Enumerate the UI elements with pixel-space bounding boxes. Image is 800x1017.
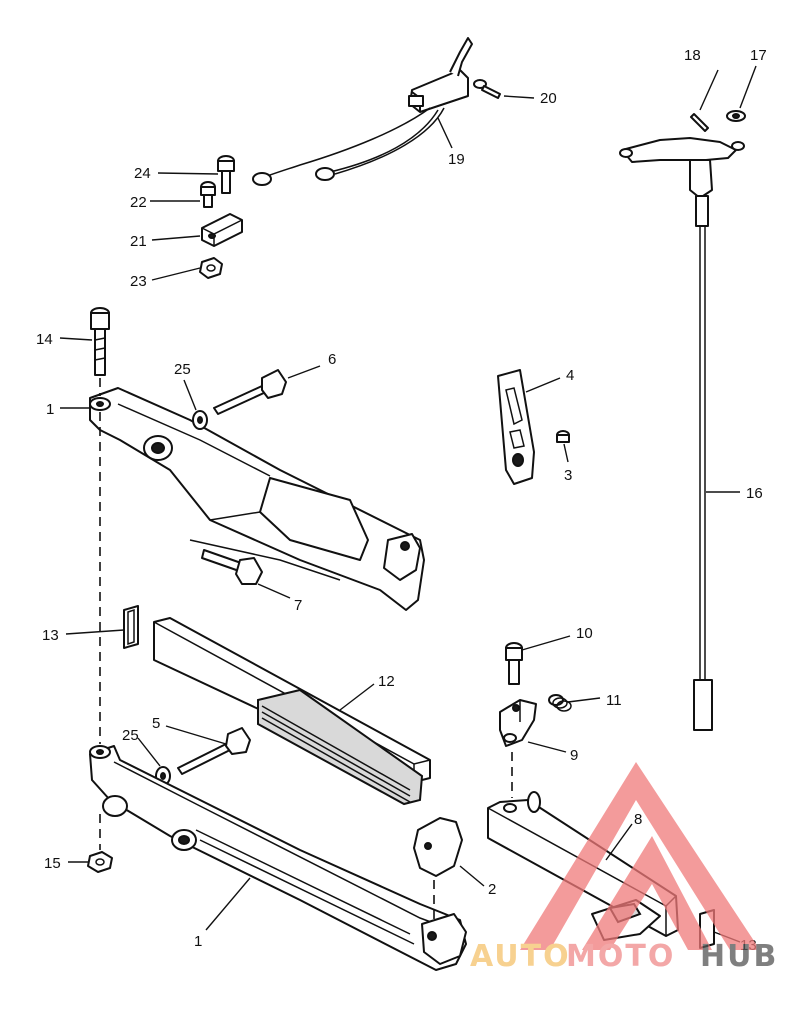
callout-22: 22: [130, 194, 147, 211]
bolt-part-5: [177, 727, 251, 775]
callout-21: 21: [130, 233, 147, 250]
screw-part-24: [217, 155, 235, 194]
callout-24: 24: [134, 165, 151, 182]
screw-part-3: [556, 430, 570, 443]
callout-17: 17: [750, 47, 767, 64]
washer-part-25-upper: [192, 410, 208, 430]
callout-23: 23: [130, 273, 147, 290]
callout-5: 5: [152, 715, 160, 732]
callout-15: 15: [44, 855, 61, 872]
callout-12: 12: [378, 673, 395, 690]
rail-part-12: [153, 617, 431, 806]
callout-16: 16: [746, 485, 763, 502]
callout-1-bottom: 1: [194, 933, 202, 950]
bracket-arm-part-1-top: [89, 387, 425, 611]
callout-10: 10: [576, 625, 593, 642]
watermark-brand-auto: AUTO: [470, 939, 571, 974]
watermark-inner-triangle: [582, 836, 712, 950]
callout-6: 6: [328, 351, 336, 368]
callout-7: 7: [294, 597, 302, 614]
watermark-triangle-logo: [520, 762, 760, 950]
callout-2: 2: [488, 881, 496, 898]
bolt-part-7: [201, 549, 263, 585]
callout-14: 14: [36, 331, 53, 348]
alignment-lines: [99, 378, 513, 920]
watermark-brand-moto: MOTO: [566, 939, 675, 974]
callout-4: 4: [566, 367, 574, 384]
switch-harness-part: [252, 37, 473, 186]
nut-part-15: [87, 851, 113, 873]
screw-part-10: [505, 642, 523, 685]
callout-3: 3: [564, 467, 572, 484]
callout-18: 18: [684, 47, 701, 64]
bolt-part-14: [90, 307, 110, 376]
washer-part-17: [726, 110, 746, 122]
screw-part-22: [200, 181, 216, 208]
bolt-part-6: [213, 369, 287, 415]
callout-13-left: 13: [42, 627, 59, 644]
cap-part-2: [413, 817, 463, 877]
shift-block-part-9: [499, 699, 537, 747]
nut-part-23: [199, 257, 223, 279]
pad-part-13-left: [123, 605, 139, 649]
pin-part-18: [690, 113, 709, 132]
shift-rod-part-16: [619, 137, 745, 731]
callout-25-upper: 25: [174, 361, 191, 378]
callout-1-top: 1: [46, 401, 54, 418]
callout-11: 11: [606, 692, 622, 709]
callout-20: 20: [540, 90, 557, 107]
detent-plate-part-4: [497, 369, 535, 485]
callout-25-lower: 25: [122, 727, 139, 744]
screw-part-20: [473, 79, 501, 99]
spring-part-11: [548, 694, 572, 712]
callout-9: 9: [570, 747, 578, 764]
automotohub-watermark: AUTO MOTO HUB: [470, 762, 778, 974]
callout-8: 8: [634, 811, 642, 828]
watermark-brand-hub: HUB: [700, 939, 778, 974]
bracket-arm-part-1-bottom: [89, 745, 467, 971]
bracket-part-21: [201, 213, 243, 247]
callout-19: 19: [448, 151, 465, 168]
